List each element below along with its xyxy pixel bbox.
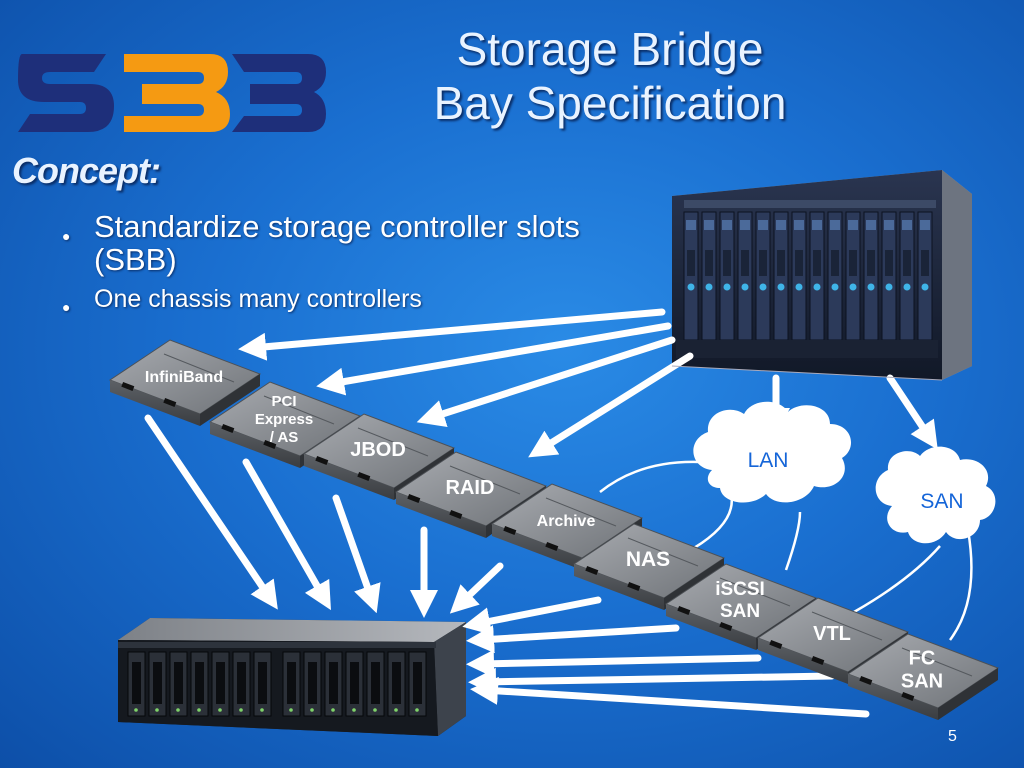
module-label: iSCSI	[715, 579, 765, 600]
module-label: / AS	[270, 429, 299, 446]
blade-slots	[683, 200, 936, 341]
sbb-module: NAS	[572, 523, 726, 610]
module-label: Express	[255, 411, 313, 428]
module-label: JBOD	[350, 439, 406, 461]
module-label: RAID	[446, 477, 495, 499]
sbb-module: VTL	[756, 597, 910, 684]
title-line-2: Bay Specification	[433, 77, 787, 129]
module-label: SAN	[901, 671, 943, 693]
san-label: SAN	[920, 490, 963, 513]
module-label: SAN	[720, 601, 760, 622]
concept-heading: Concept:	[12, 150, 161, 191]
blade-chassis-image	[672, 170, 972, 380]
lan-cloud: LAN	[693, 401, 852, 503]
sbb-logo	[18, 54, 326, 132]
lan-label: LAN	[748, 449, 789, 472]
san-cloud: SAN	[875, 446, 996, 544]
module-label: NAS	[626, 548, 670, 571]
bullet-item: Standardize storage controller slots (SB…	[60, 210, 620, 276]
logo-letters	[18, 54, 326, 132]
slide-title: Storage Bridge Bay Specification	[330, 22, 890, 130]
module-label: FC	[909, 648, 936, 670]
page-number: 5	[948, 728, 957, 745]
bullet-list: Standardize storage controller slots (SB…	[60, 210, 620, 322]
module-label: Archive	[537, 513, 596, 530]
bullet-item: One chassis many controllers	[60, 284, 620, 322]
drive-bays	[118, 642, 436, 717]
module-label: InfiniBand	[145, 369, 223, 386]
connection-arrows	[144, 308, 938, 718]
sbb-module: InfiniBand	[108, 339, 262, 426]
module-label: VTL	[813, 623, 851, 645]
disk-shelf-image	[118, 618, 466, 736]
module-label: PCI	[271, 393, 296, 410]
title-line-1: Storage Bridge	[456, 23, 764, 75]
